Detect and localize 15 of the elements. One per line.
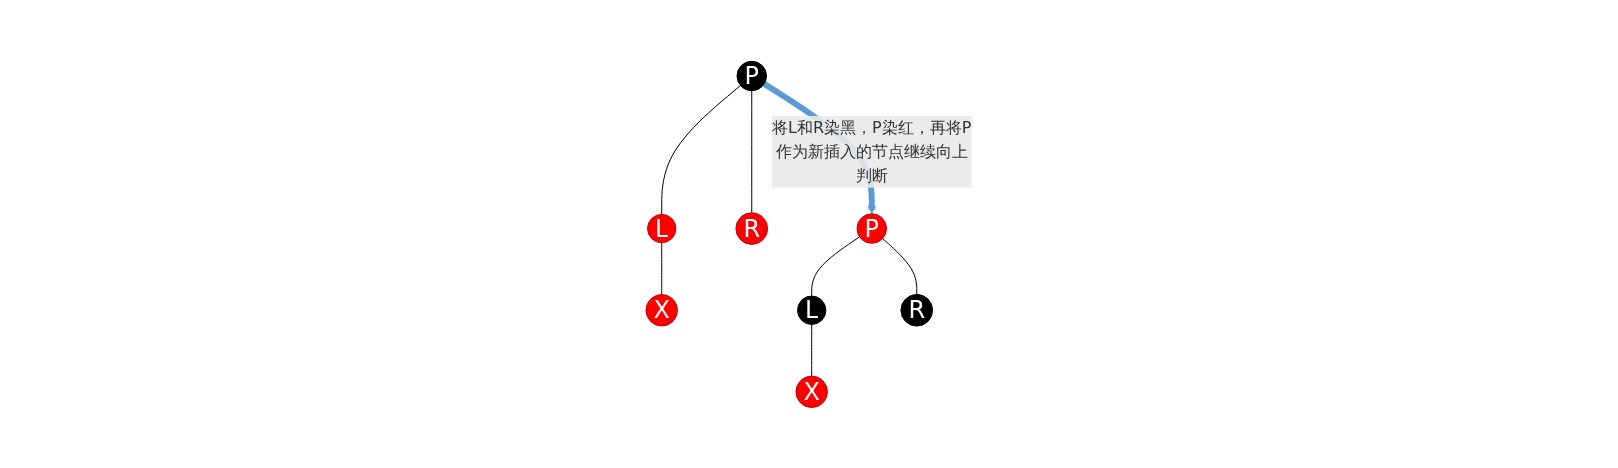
node-circle: P [736,60,768,92]
node-circle: R [900,294,934,327]
connector [882,238,918,295]
edge-label: 将L和R染黑，P染红，再将P作为新插入的节点继续向上判断 [772,117,972,185]
connector [811,236,861,297]
connector [661,242,663,296]
connector [661,85,742,215]
connector [751,90,753,214]
node-circle: X [795,375,829,409]
node-circle: P [856,213,888,244]
node-circle: X [645,294,679,327]
node-circle: R [735,212,769,245]
node-circle: L [647,213,677,244]
node-circle: L [797,295,827,326]
connector [811,324,813,377]
